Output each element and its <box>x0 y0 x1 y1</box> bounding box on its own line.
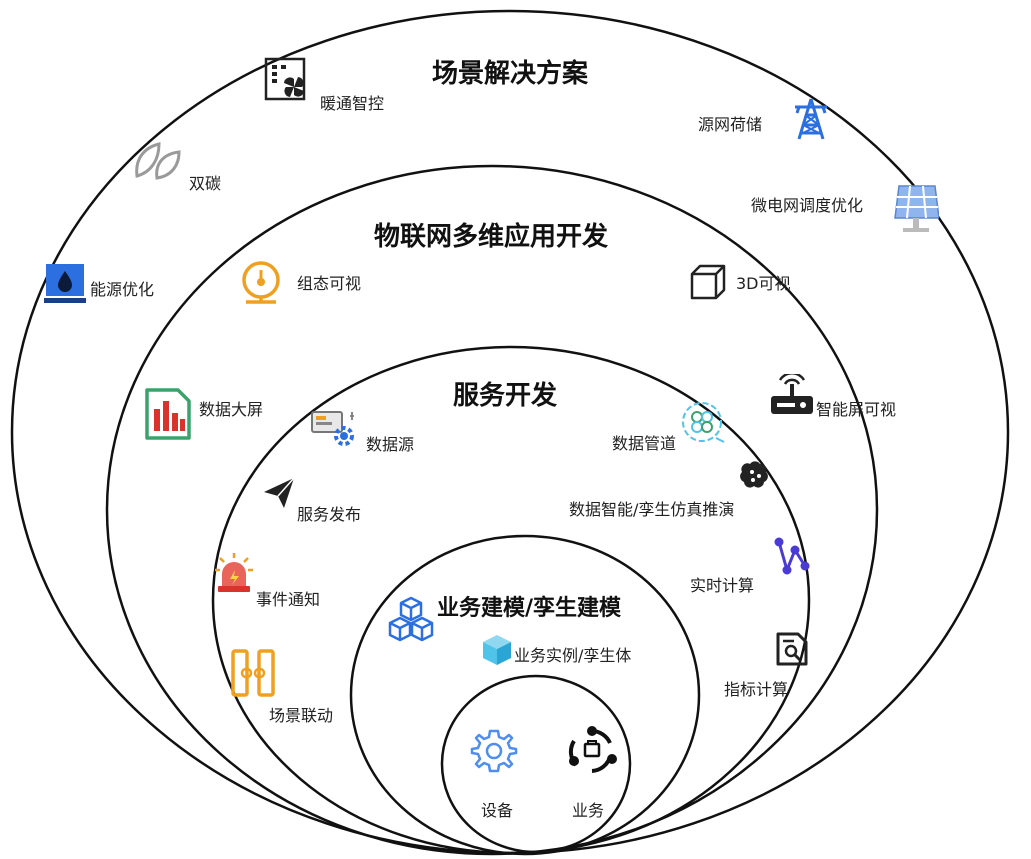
label-energy: 能源优化 <box>90 280 155 299</box>
label-smart-screen: 智能屏可视 <box>816 400 897 419</box>
report-search-icon <box>776 632 808 666</box>
link-chain-icon <box>230 648 276 698</box>
connected-nodes-icon <box>771 536 811 576</box>
leaves-icon <box>133 140 183 180</box>
label-hvac: 暖通智控 <box>320 94 385 113</box>
title-modeling: 业务建模/孪生建模 <box>437 596 622 621</box>
label-config-visual: 组态可视 <box>297 274 362 293</box>
cubes-stack-icon <box>387 596 435 642</box>
label-event-notify: 事件通知 <box>256 590 321 609</box>
business-cycle-icon <box>566 725 618 777</box>
label-3d-visual: 3D可视 <box>736 274 791 293</box>
ring-iot-apps <box>105 164 879 856</box>
title-service-dev: 服务开发 <box>453 381 558 411</box>
bar-chart-icon <box>144 387 192 441</box>
label-data-source: 数据源 <box>366 435 415 454</box>
label-source-grid: 源网荷储 <box>698 115 763 134</box>
label-microgrid: 微电网调度优化 <box>751 196 864 215</box>
monitor-gear-icon <box>310 410 360 450</box>
ring-modeling <box>349 534 701 856</box>
power-tower-icon <box>789 97 833 141</box>
label-scene-linkage: 场景联动 <box>269 706 334 725</box>
alarm-siren-icon <box>214 552 254 594</box>
water-drop-panel-icon <box>44 262 86 304</box>
label-business: 业务 <box>572 801 605 820</box>
label-data-screen: 数据大屏 <box>199 400 264 419</box>
label-carbon: 双碳 <box>189 174 222 193</box>
label-device: 设备 <box>481 801 514 820</box>
cube-icon <box>481 633 513 667</box>
label-service-publish: 服务发布 <box>297 505 362 524</box>
building-fan-icon <box>264 57 310 101</box>
label-data-intelligence: 数据智能/孪生仿真推演 <box>569 500 735 519</box>
router-icon <box>769 374 815 418</box>
cube-outline-icon <box>688 262 728 300</box>
label-data-pipeline: 数据管道 <box>612 434 677 453</box>
brain-icon <box>740 460 770 490</box>
gear-icon <box>470 727 518 775</box>
ring-core <box>440 674 632 854</box>
label-indicator-calc: 指标计算 <box>724 680 789 699</box>
solar-panel-icon <box>893 182 939 234</box>
title-iot-apps: 物联网多维应用开发 <box>374 222 609 252</box>
title-scene-solutions: 场景解决方案 <box>432 59 589 89</box>
label-realtime-calc: 实时计算 <box>690 576 755 595</box>
paper-plane-icon <box>262 476 296 510</box>
gauge-icon <box>238 260 284 306</box>
label-business-instance: 业务实例/孪生体 <box>514 646 632 665</box>
network-circle-icon <box>678 400 726 446</box>
